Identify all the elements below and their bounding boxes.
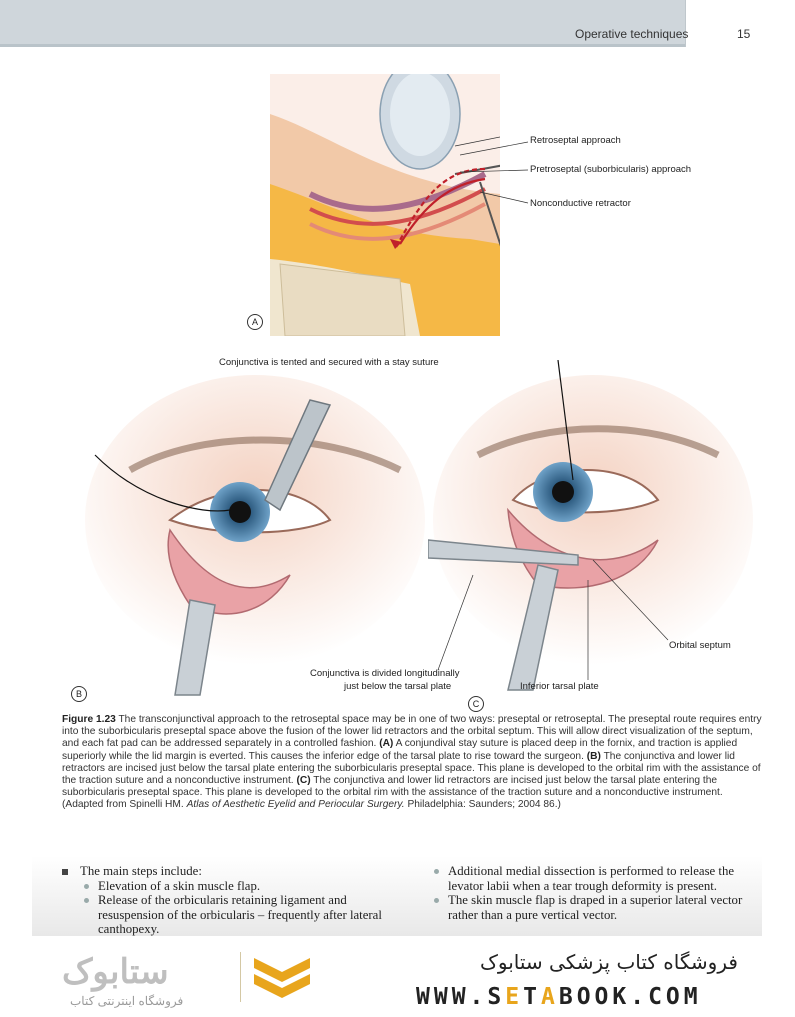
- url-prefix: WWW.: [416, 984, 488, 1010]
- store-logo: ستابوک: [62, 953, 169, 991]
- main-steps-section: The main steps include: Elevation of a s…: [32, 856, 762, 936]
- caption-source-tail: Philadelphia: Saunders; 2004 86.): [407, 799, 561, 811]
- caption-source-title: Atlas of Aesthetic Eyelid and Periocular…: [186, 799, 405, 811]
- label-retroseptal: Retroseptal approach: [530, 135, 621, 146]
- caption-a-tag: (A): [379, 738, 394, 750]
- label-preseptal: Pretroseptal (suborbicularis) approach: [530, 164, 692, 175]
- url-letter-highlight: E: [505, 984, 524, 1010]
- caption-intro: The transconjunctival approach to the re…: [62, 714, 762, 750]
- label-divided-line2: just below the tarsal plate: [344, 681, 452, 692]
- page-number: 15: [737, 27, 751, 41]
- page-header: Operative techniques 15: [0, 0, 795, 47]
- page-number-tab: [685, 0, 795, 47]
- bullet-item: Release of the orbicularis retaining lig…: [80, 893, 405, 936]
- url-letter: S: [487, 984, 506, 1010]
- main-steps-heading: The main steps include:: [60, 864, 405, 879]
- figure-panel-a: [270, 74, 500, 336]
- bullets-right-column: Additional medial dissection is performe…: [430, 864, 760, 922]
- figure-panel-c: [428, 360, 753, 691]
- bullet-item: The skin muscle flap is draped in a supe…: [430, 893, 760, 922]
- caption-b-text: The conjunctiva and lower lid retractors…: [62, 750, 761, 787]
- store-logo-subtitle: فروشگاه اینترنتی کتاب: [70, 994, 184, 1008]
- header-rule: [0, 44, 685, 47]
- bullets-left-column: The main steps include: Elevation of a s…: [60, 864, 405, 936]
- figure-caption: Figure 1.23 The transconjunctival approa…: [62, 714, 762, 812]
- label-retractor: Nonconductive retractor: [530, 198, 631, 209]
- url-letter: T: [523, 984, 541, 1010]
- url-letter-highlight: A: [540, 984, 559, 1010]
- label-stay-suture: Conjunctiva is tented and secured with a…: [219, 357, 439, 368]
- panel-a-badge: A: [247, 314, 263, 330]
- panel-c-badge: C: [468, 696, 484, 712]
- caption-c-tag: (C): [296, 775, 311, 787]
- bullet-item: Elevation of a skin muscle flap.: [80, 879, 405, 894]
- caption-c-text: The conjunctiva and lower lid retractors…: [62, 775, 723, 811]
- label-tarsal-plate: Inferior tarsal plate: [520, 681, 599, 692]
- label-divided-line1: Conjunctiva is divided longitudinally: [310, 668, 460, 679]
- logo-divider: [240, 952, 241, 1002]
- figure-panel-b: [85, 375, 425, 696]
- url-rest: OOK.COM: [576, 984, 702, 1010]
- caption-a-text: A conjundival stay suture is placed deep…: [62, 738, 738, 762]
- caption-figure-label: Figure 1.23: [62, 714, 116, 725]
- running-title: Operative techniques: [575, 27, 689, 41]
- store-url[interactable]: WWW.SETABOOK.COM: [416, 984, 702, 1010]
- panel-a-leaders: [460, 141, 529, 204]
- url-letter: B: [558, 984, 577, 1010]
- book-stack-icon: [254, 958, 310, 998]
- bullet-item: Additional medial dissection is performe…: [430, 864, 760, 893]
- panel-b-badge: B: [71, 686, 87, 702]
- caption-b-tag: (B): [586, 750, 601, 762]
- footer-banner: ستابوک فروشگاه اینترنتی کتاب فروشگاه کتا…: [0, 936, 795, 1017]
- store-name: فروشگاه کتاب پزشکی ستابوک: [480, 950, 738, 974]
- label-orbital-septum: Orbital septum: [669, 640, 731, 651]
